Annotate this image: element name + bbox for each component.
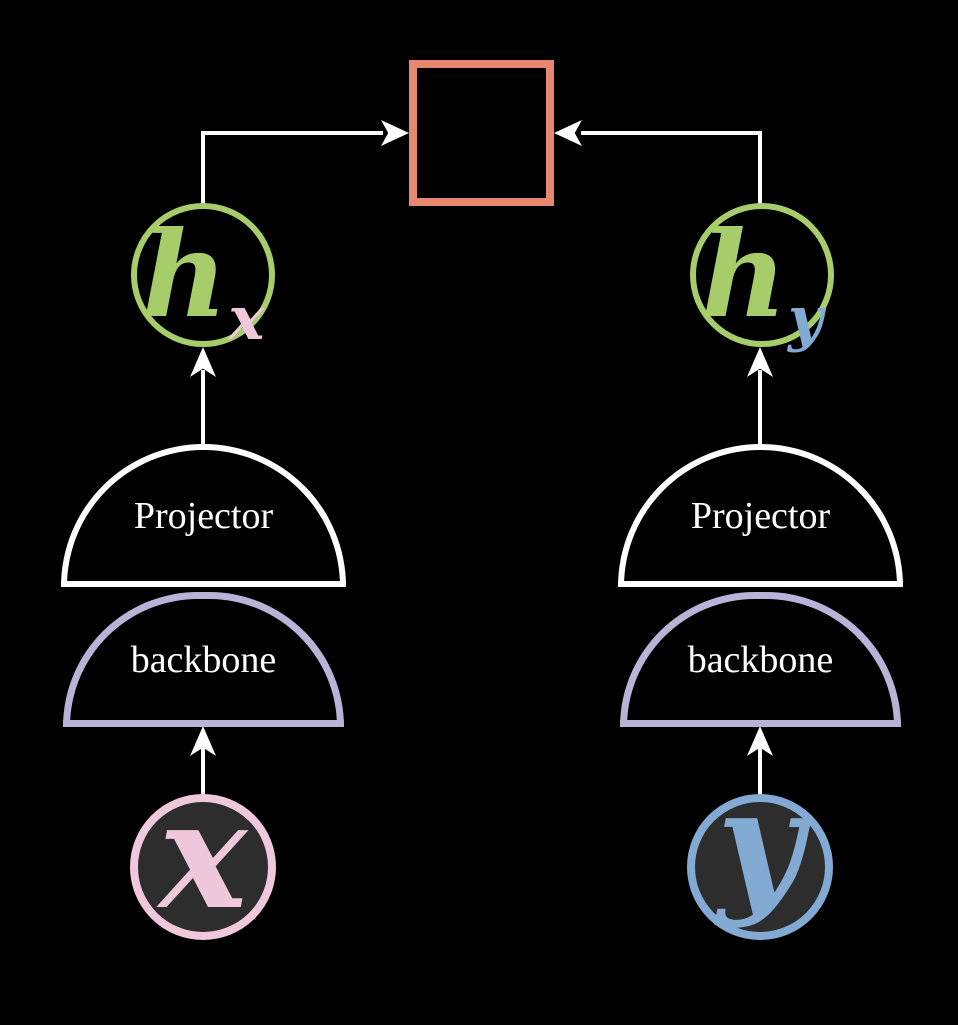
backbone-block-left: backbone: [63, 592, 344, 727]
backbone-block-right: backbone: [620, 592, 901, 727]
embedding-hx-base-label: h: [141, 205, 228, 344]
connector-projector-to-hx: [201, 370, 205, 444]
connector-input-y-to-backbone: [758, 748, 762, 796]
arrowhead-right-icon: [381, 120, 409, 146]
projector-block-right: Projector: [618, 444, 903, 587]
connector-right-elbow-horizontal: [581, 131, 762, 135]
input-circle-x: x: [130, 781, 276, 940]
embedding-circle-hy: h y: [690, 203, 834, 354]
projector-left-label: Projector: [133, 494, 274, 537]
projector-block-left: Projector: [61, 444, 346, 587]
embedding-hy-base-label: h: [701, 205, 787, 344]
connector-input-x-to-backbone: [201, 748, 205, 796]
input-circle-y: y: [687, 769, 833, 940]
loss-box: [409, 60, 554, 206]
input-y-label: y: [717, 756, 803, 930]
embedding-hx-subscript-label: x: [228, 284, 265, 354]
connector-left-elbow-vertical: [201, 131, 205, 207]
embedding-circle-hx: h x: [131, 203, 275, 354]
connector-right-elbow-vertical: [758, 131, 762, 207]
input-x-label: x: [158, 768, 248, 942]
arrowhead-left-icon: [554, 120, 582, 146]
connector-projector-to-hy: [758, 370, 762, 444]
projector-right-label: Projector: [690, 494, 831, 537]
connector-left-elbow-horizontal: [201, 131, 383, 135]
embedding-hy-subscript-label: y: [787, 284, 823, 354]
backbone-left-label: backbone: [130, 638, 277, 681]
backbone-right-label: backbone: [687, 638, 834, 681]
